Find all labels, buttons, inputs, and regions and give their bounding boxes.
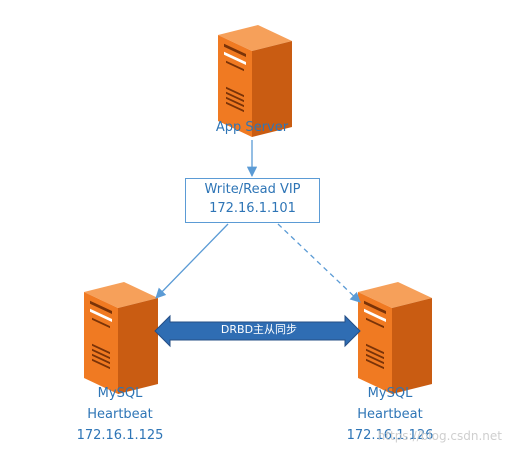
- vip-title: Write/Read VIP: [204, 182, 301, 197]
- app-server-label: App Server: [215, 120, 289, 135]
- edge-vip-to-mysql-right: [277, 223, 361, 303]
- vip-ip: 172.16.1.101: [209, 201, 296, 216]
- watermark: https://blog.csdn.net: [377, 429, 502, 443]
- vip-box: Write/Read VIP 172.16.1.101: [185, 178, 320, 223]
- mysql-right-line-3: 172.16.1.126: [346, 428, 434, 443]
- mysql-right-label: MySQL Heartbeat 172.16.1.126: [330, 383, 450, 446]
- mysql-right-line-2: Heartbeat: [357, 407, 423, 422]
- mysql-left-line-3: 172.16.1.125: [76, 428, 164, 443]
- mysql-left-line-1: MySQL: [97, 386, 143, 401]
- mysql-left-server-icon: [84, 282, 158, 394]
- mysql-right-line-1: MySQL: [367, 386, 413, 401]
- edge-vip-to-mysql-left: [155, 223, 229, 299]
- drbd-sync-arrow: [154, 314, 361, 348]
- mysql-right-server-icon: [358, 282, 432, 394]
- mysql-left-line-2: Heartbeat: [87, 407, 153, 422]
- drbd-sync-label: DRBD主从同步: [220, 323, 298, 336]
- mysql-left-label: MySQL Heartbeat 172.16.1.125: [60, 383, 180, 446]
